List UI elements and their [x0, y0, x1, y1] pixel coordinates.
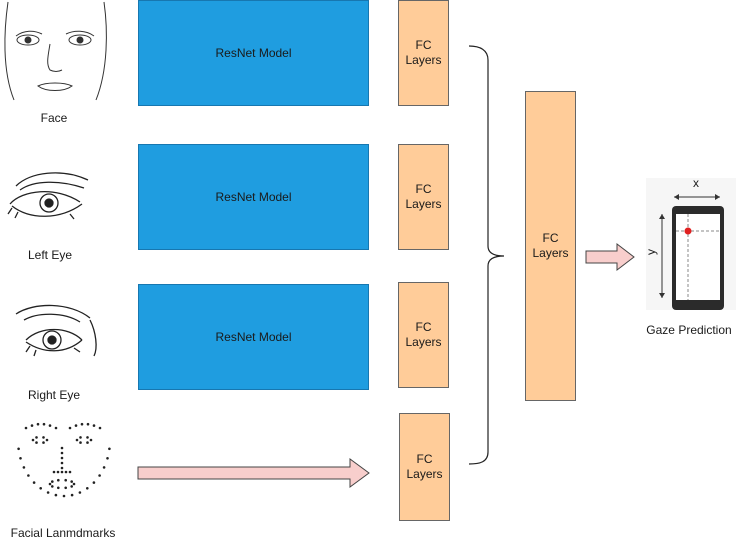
landmark-dot	[68, 470, 72, 474]
landmark-dot	[64, 478, 67, 482]
face-label: Face	[40, 111, 68, 125]
right-eye-label: Right Eye	[27, 388, 81, 402]
fc-line2: Layers	[405, 197, 442, 211]
right-eye-sketch	[15, 304, 97, 357]
landmark-dot	[86, 436, 89, 439]
fc-line1: FC	[416, 452, 433, 466]
landmark-dot	[60, 451, 64, 455]
landmark-dot	[102, 466, 106, 469]
fc-line1: FC	[415, 320, 432, 334]
landmark-dot	[89, 438, 93, 442]
fc-line2: Layers	[406, 467, 443, 481]
landmark-dot	[51, 485, 54, 488]
fc-line1: FC	[415, 182, 432, 196]
landmark-dot	[62, 494, 66, 498]
y-axis-label: y	[644, 249, 658, 255]
landmark-dot	[106, 457, 109, 460]
landmark-dot	[60, 470, 64, 474]
landmark-dot	[60, 446, 64, 450]
landmark-dot	[56, 470, 60, 474]
landmarks-label: Facial Lanmdmarks	[10, 526, 116, 540]
landmark-dot	[64, 470, 68, 474]
output-arrow	[585, 242, 635, 272]
left-eye-sketch	[7, 172, 89, 220]
landmark-dot	[22, 466, 26, 469]
landmark-dot	[48, 424, 52, 427]
landmark-dot	[70, 485, 73, 488]
fc-line1: FC	[415, 38, 432, 52]
landmark-dot	[70, 493, 74, 497]
landmark-dot	[42, 441, 45, 444]
x-axis-label: x	[693, 176, 699, 190]
landmark-dot	[70, 480, 73, 483]
phone-icon	[646, 178, 736, 310]
landmark-dot	[79, 441, 82, 444]
fc-line1: FC	[542, 231, 559, 245]
landmark-dot	[86, 487, 89, 490]
fc-line2: Layers	[532, 246, 569, 260]
resnet-model-face: ResNet Model	[138, 0, 369, 106]
landmark-dot	[24, 426, 28, 430]
landmarks-arrow	[137, 458, 370, 488]
landmark-dot	[19, 457, 22, 460]
gaze-prediction-label: Gaze Prediction	[646, 323, 732, 337]
landmark-dot	[72, 482, 76, 486]
landmark-dot	[42, 422, 46, 426]
landmark-dot	[75, 438, 79, 442]
resnet-label: ResNet Model	[215, 329, 292, 344]
landmark-dot	[92, 481, 96, 484]
landmark-dot	[54, 426, 58, 430]
resnet-model-right-eye: ResNet Model	[138, 284, 369, 390]
landmark-dot	[39, 487, 42, 490]
landmark-dot	[52, 470, 56, 474]
landmark-dot	[48, 482, 52, 486]
landmark-dot	[46, 491, 50, 494]
landmark-dot	[78, 491, 82, 494]
fc-line2: Layers	[405, 53, 442, 67]
landmark-dot	[60, 466, 64, 470]
landmark-dot	[80, 422, 84, 426]
landmark-dot	[17, 447, 20, 451]
landmark-dot	[74, 424, 78, 427]
landmark-dot	[51, 480, 54, 483]
landmark-dot	[79, 436, 82, 439]
resnet-model-left-eye: ResNet Model	[138, 144, 369, 250]
landmark-dot	[86, 441, 89, 444]
landmark-dot	[60, 461, 64, 465]
landmark-dot	[86, 422, 90, 426]
landmark-dot	[42, 436, 45, 439]
landmark-dot	[68, 426, 72, 430]
landmark-dot	[108, 447, 111, 451]
landmark-dot	[57, 478, 60, 482]
merge-bracket	[468, 45, 505, 465]
facial-landmarks-dots	[17, 422, 111, 498]
landmark-dot	[60, 456, 64, 460]
landmark-dot	[98, 474, 101, 477]
landmark-dot	[31, 438, 35, 442]
landmark-dot	[64, 486, 67, 490]
landmark-dot	[92, 424, 96, 427]
landmark-dot	[45, 438, 49, 442]
landmark-dot	[54, 493, 58, 497]
fc-line2: Layers	[405, 335, 442, 349]
resnet-label: ResNet Model	[215, 45, 292, 60]
landmark-dot	[35, 441, 38, 444]
landmark-dot	[35, 436, 38, 439]
face-sketch	[4, 1, 107, 101]
landmark-dot	[27, 474, 30, 477]
left-eye-label: Left Eye	[27, 248, 73, 262]
landmark-dot	[32, 481, 36, 484]
landmark-dot	[98, 426, 102, 430]
resnet-label: ResNet Model	[215, 189, 292, 204]
landmark-dot	[57, 486, 60, 490]
landmark-dot	[30, 424, 34, 427]
landmark-dot	[36, 422, 40, 426]
